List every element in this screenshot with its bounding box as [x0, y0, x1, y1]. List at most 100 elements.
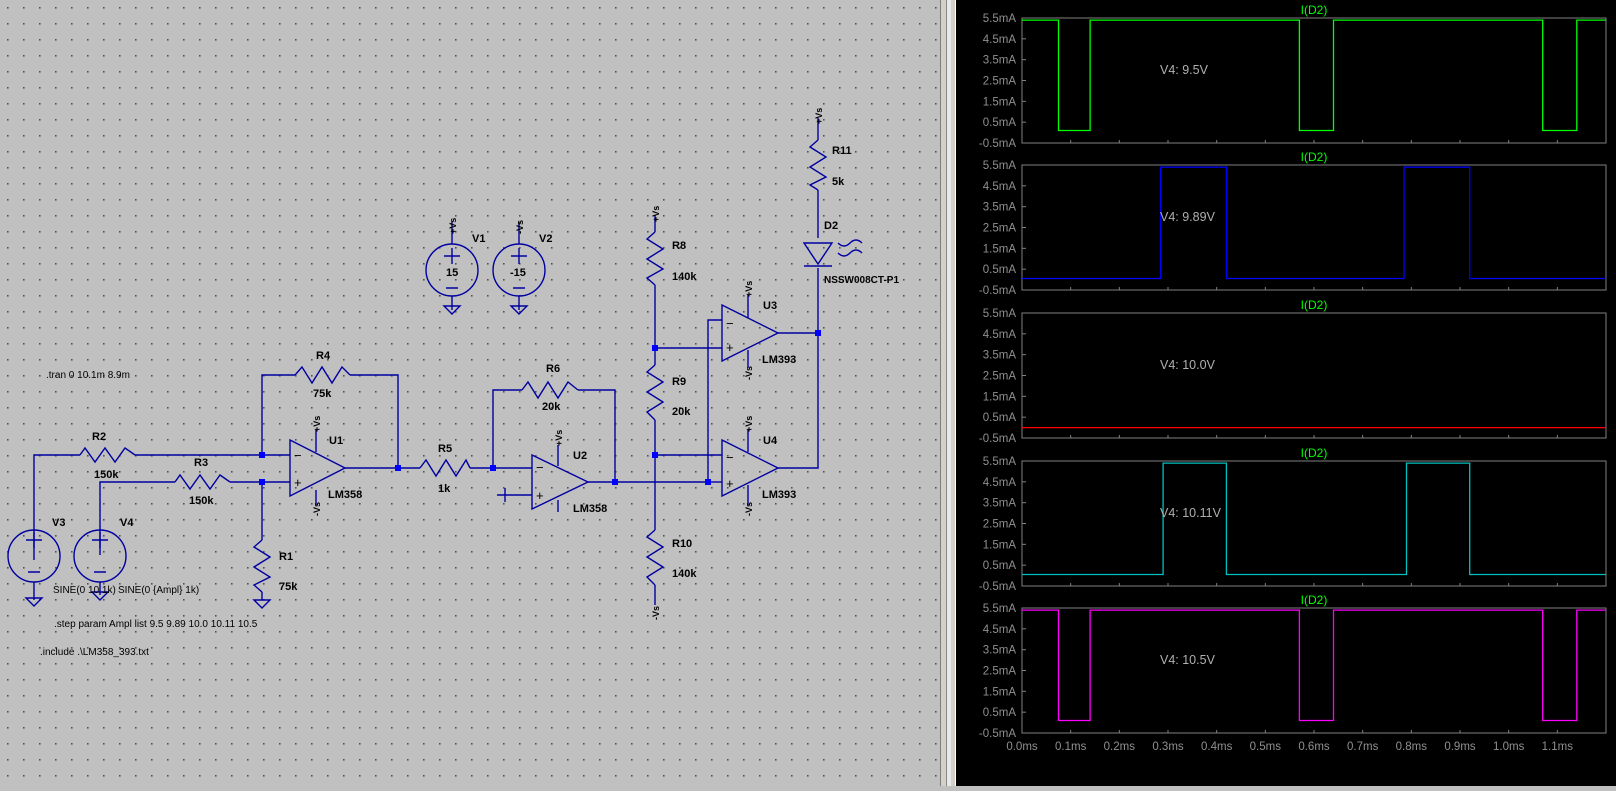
r9-ref: R9 [672, 376, 686, 388]
step-annotation: V4: 9.5V [1160, 63, 1209, 77]
svg-text:−: − [726, 316, 734, 331]
plot-pane-5[interactable]: I(D2)5.5mA4.5mA3.5mA2.5mA1.5mA0.5mA-0.5m… [979, 593, 1607, 740]
svg-text:+: + [536, 488, 544, 503]
svg-text:-Vs: -Vs [312, 502, 322, 516]
u3-ref: U3 [763, 300, 777, 312]
y-tick-label: 4.5mA [983, 477, 1017, 489]
svg-text:+: + [726, 340, 734, 355]
plot-frame [1021, 164, 1607, 291]
trace-line[interactable] [1022, 609, 1606, 722]
r4-ref: R4 [316, 350, 331, 362]
x-tick-label: 0.8ms [1396, 741, 1428, 753]
y-tick-label: 1.5mA [983, 686, 1017, 698]
r2-value: 150k [94, 469, 119, 481]
r4-value: 75k [313, 388, 332, 400]
y-tick-label: 0.5mA [983, 117, 1017, 129]
y-tick-label: 4.5mA [983, 624, 1017, 636]
waveform-viewer[interactable]: I(D2) 5.5mA 4.5mA 3.5mA 2.5mA 1.5mA 0.5mA -0.5m… [956, 0, 1616, 786]
d2-value: NSSW008CT-P1 [824, 275, 899, 286]
plot-pane-4[interactable]: I(D2)5.5mA4.5mA3.5mA2.5mA1.5mA0.5mA-0.5m… [979, 446, 1607, 593]
y-tick-label: -0.5mA [979, 433, 1016, 445]
tran-directive: .tran 0 10.1m 8.9m [46, 370, 130, 381]
trace-line[interactable] [1022, 462, 1606, 576]
v3-ref: V3 [52, 517, 65, 529]
opamp-pin-signs: −+ −+ −+ −+ [294, 316, 734, 503]
y-tick-label: 1.5mA [983, 96, 1017, 108]
x-tick-label: 0.3ms [1152, 741, 1184, 753]
u2-value: LM358 [573, 503, 607, 515]
u1-ref: U1 [329, 435, 343, 447]
plot-frame [1021, 312, 1607, 439]
wires [33, 125, 819, 600]
plot-frame [1021, 460, 1607, 587]
r1-value: 75k [279, 581, 298, 593]
svg-text:−: − [294, 448, 302, 463]
splitter-grip[interactable] [946, 0, 951, 786]
svg-text:+Vs: +Vs [814, 108, 824, 124]
v1-value: 15 [446, 267, 458, 279]
r5-value: 1k [438, 483, 451, 495]
v3-value: SINE(0 10 1k) [53, 585, 116, 596]
y-tick-label: 2.5mA [983, 76, 1017, 88]
y-tick-label: 4.5mA [983, 34, 1017, 46]
y-tick-label: 4.5mA [983, 181, 1017, 193]
r11-ref: R11 [832, 145, 852, 157]
r1-ref: R1 [279, 551, 293, 563]
window-splitter[interactable] [940, 0, 956, 786]
plot-pane-3[interactable]: I(D2)5.5mA4.5mA3.5mA2.5mA1.5mA0.5mA-0.5m… [979, 298, 1607, 445]
y-tick-label: 3.5mA [983, 645, 1017, 657]
svg-text:+Vs: +Vs [554, 430, 564, 446]
plot-pane-1[interactable]: I(D2)5.5mA4.5mA3.5mA2.5mA1.5mA0.5mA-0.5m… [979, 3, 1607, 150]
trace-line[interactable] [1022, 166, 1606, 280]
y-tick-label: 3.5mA [983, 350, 1017, 362]
r3-ref: R3 [194, 457, 208, 469]
y-tick-label: 1.5mA [983, 539, 1017, 551]
y-tick-label: -0.5mA [979, 581, 1016, 593]
y-tick-label: 2.5mA [983, 666, 1017, 678]
x-tick-label: 1.1ms [1542, 741, 1574, 753]
v1-ref: V1 [472, 233, 485, 245]
v4-ref: V4 [120, 517, 134, 529]
svg-text:+: + [294, 475, 302, 490]
r6-value: 20k [542, 401, 561, 413]
y-tick-label: 5.5mA [983, 603, 1017, 615]
diode-symbol [802, 239, 863, 267]
r5-ref: R5 [438, 443, 452, 455]
y-tick-label: 5.5mA [983, 13, 1017, 25]
trace-line[interactable] [1022, 19, 1606, 132]
y-tick-label: 5.5mA [983, 308, 1017, 320]
svg-text:−: − [536, 460, 544, 475]
pane-title: I(D2) [1301, 593, 1328, 607]
y-tick-label: 0.5mA [983, 560, 1017, 572]
source-symbols [7, 228, 546, 609]
pane-title: I(D2) [1301, 446, 1328, 460]
pane-title: I(D2) [1301, 150, 1328, 164]
r9-value: 20k [672, 406, 691, 418]
y-tick-label: 5.5mA [983, 456, 1017, 468]
waveform-plots[interactable]: I(D2) 5.5mA 4.5mA 3.5mA 2.5mA 1.5mA 0.5mA -0.5m… [956, 0, 1616, 786]
x-tick-label: 0.1ms [1055, 741, 1087, 753]
resistor-symbols [79, 139, 828, 593]
y-tick-label: 1.5mA [983, 243, 1017, 255]
x-tick-label: 1.0ms [1493, 741, 1525, 753]
svg-text:+: + [726, 476, 734, 491]
y-tick-label: 0.5mA [983, 264, 1017, 276]
plot-pane-2[interactable]: I(D2)5.5mA4.5mA3.5mA2.5mA1.5mA0.5mA-0.5m… [979, 150, 1607, 297]
x-tick-label: 0.4ms [1201, 741, 1233, 753]
svg-text:-Vs: -Vs [515, 220, 525, 234]
step-annotation: V4: 10.11V [1160, 506, 1222, 520]
svg-text:+Vs: +Vs [744, 281, 754, 297]
opamp-symbols [289, 295, 780, 512]
plot-frame [1021, 17, 1607, 144]
spice-directives[interactable]: .tran 0 10.1m 8.9m .step param Ampl list… [40, 370, 258, 658]
step-annotation: V4: 9.89V [1160, 210, 1216, 224]
u4-ref: U4 [763, 435, 778, 447]
svg-text:+Vs: +Vs [448, 218, 458, 234]
x-tick-label: 0.2ms [1104, 741, 1136, 753]
step-annotation: V4: 10.0V [1160, 358, 1216, 372]
x-tick-label: 0.6ms [1298, 741, 1330, 753]
d2-ref: D2 [824, 220, 838, 232]
schematic-editor[interactable]: −+ −+ −+ −+ R2 150k R3 150k R4 75k R5 [0, 0, 940, 786]
u1-value: LM358 [328, 489, 362, 501]
r8-value: 140k [672, 271, 697, 283]
